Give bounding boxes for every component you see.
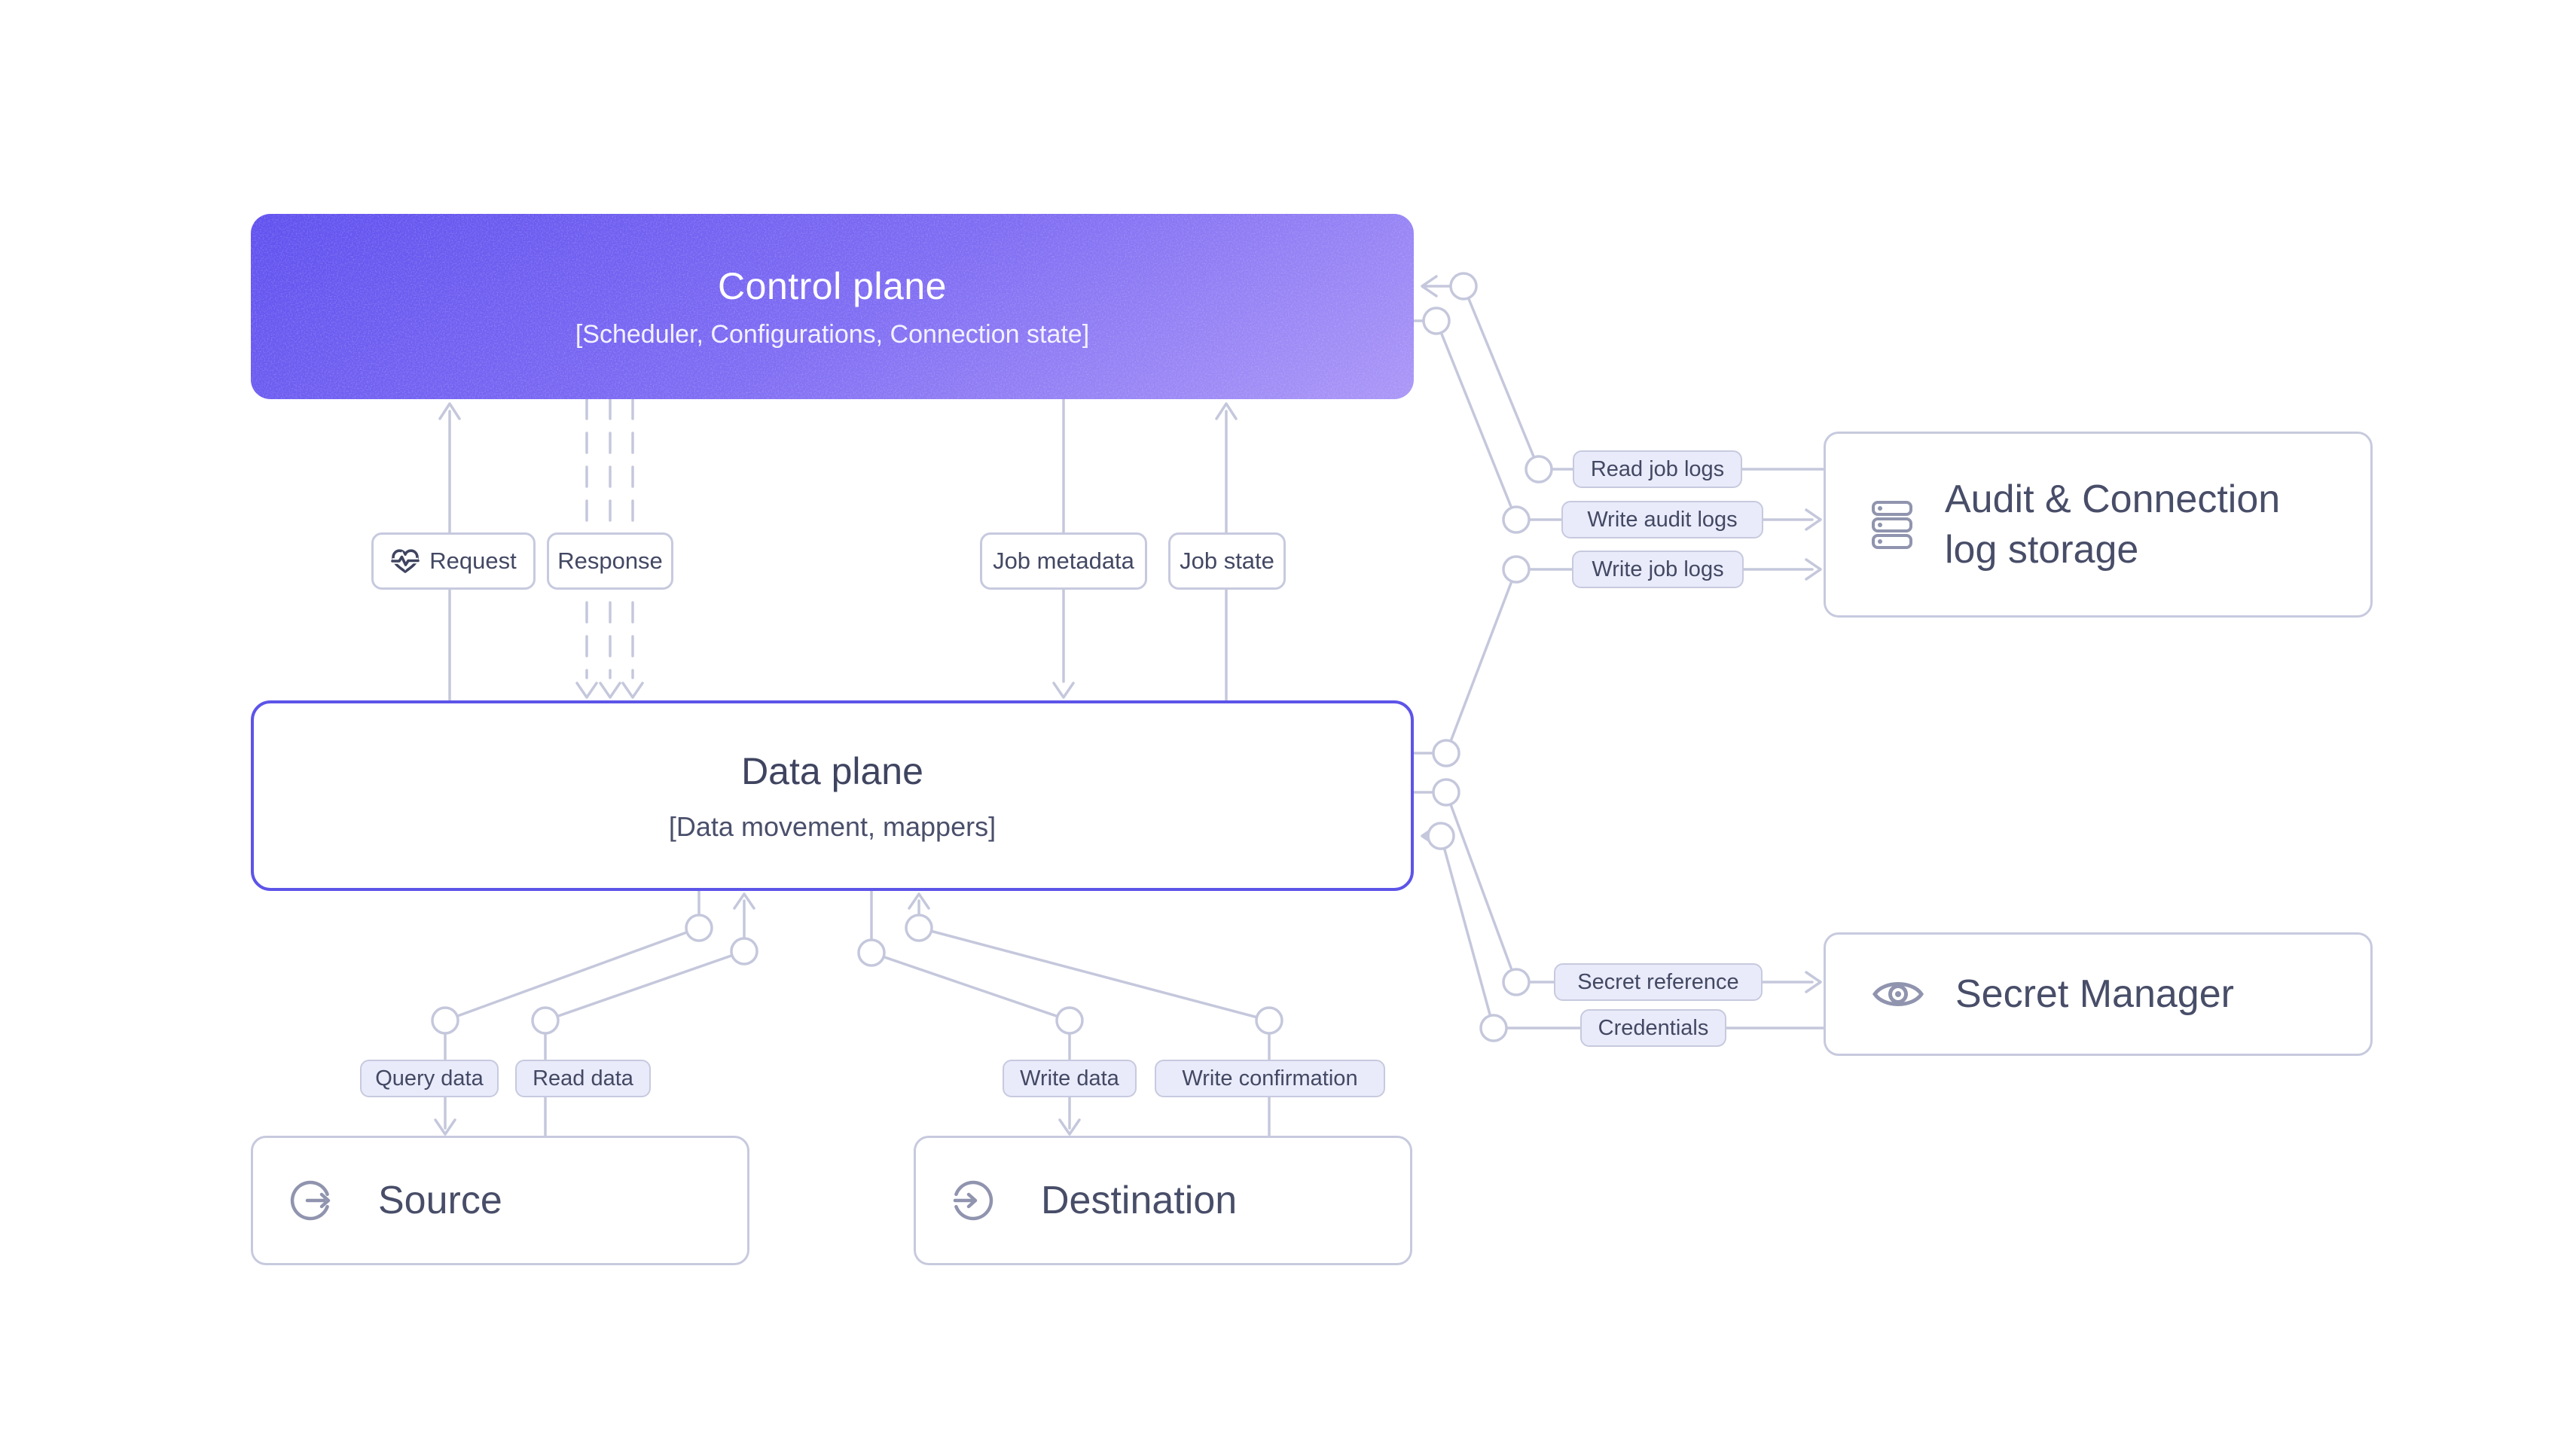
junction-dots — [431, 272, 1553, 1042]
audit-log-storage-title: Audit & Connection log storage — [1945, 477, 2281, 572]
edge-read-data-line — [544, 892, 755, 1137]
arrow-in-circle-icon — [953, 1180, 993, 1221]
node-destination: Destination — [914, 1136, 1412, 1265]
node-data-plane: Data plane [Data movement, mappers] — [251, 700, 1414, 891]
data-plane-title: Data plane — [741, 749, 923, 792]
edge-write-confirmation-line — [908, 892, 1271, 1137]
edge-label-credentials: Credentials — [1580, 1009, 1726, 1047]
node-audit-log-storage: Audit & Connection log storage — [1824, 432, 2373, 618]
edge-label-text: Query data — [375, 1066, 484, 1091]
edge-label-query-data: Query data — [360, 1060, 499, 1097]
source-title: Source — [378, 1178, 502, 1222]
control-plane-title: Control plane — [718, 264, 947, 307]
database-icon — [1872, 500, 1912, 549]
noise-texture — [251, 214, 1414, 399]
edge-label-text: Job metadata — [993, 548, 1134, 574]
node-control-plane: Control plane [Scheduler, Configurations… — [251, 214, 1414, 399]
edge-write-data-line — [870, 889, 1081, 1136]
edge-label-text: Secret reference — [1577, 969, 1739, 994]
edge-label-job-state: Job state — [1168, 532, 1286, 590]
edge-label-write-data: Write data — [1003, 1060, 1137, 1097]
edge-write-job-logs-line — [1412, 558, 1822, 755]
eye-icon — [1872, 982, 1924, 1006]
edge-label-text: Write audit logs — [1587, 507, 1738, 532]
destination-title: Destination — [1041, 1178, 1238, 1222]
node-source: Source — [251, 1136, 749, 1265]
heart-pulse-icon — [391, 549, 420, 573]
edge-label-read-job-logs: Read job logs — [1573, 450, 1742, 488]
secret-manager-title: Secret Manager — [1955, 972, 2234, 1016]
edge-label-text: Read data — [533, 1066, 633, 1091]
edge-write-audit-logs-line — [1412, 319, 1822, 531]
edge-label-text: Response — [557, 548, 663, 574]
control-plane-subtitle: [Scheduler, Configurations, Connection s… — [575, 319, 1090, 349]
edge-label-write-confirmation: Write confirmation — [1155, 1060, 1385, 1097]
edge-label-response: Response — [547, 532, 673, 590]
data-plane-subtitle: [Data movement, mappers] — [668, 810, 997, 842]
edge-response-arrowheads — [575, 682, 644, 699]
edge-label-secret-reference: Secret reference — [1554, 963, 1763, 1001]
edge-label-text: Request — [429, 548, 517, 574]
edge-label-text: Read job logs — [1590, 456, 1725, 481]
edge-label-write-audit-logs: Write audit logs — [1561, 501, 1763, 538]
edge-label-text: Write confirmation — [1182, 1066, 1358, 1091]
edge-read-job-logs-line — [1421, 275, 1825, 471]
node-secret-manager: Secret Manager — [1824, 932, 2373, 1056]
edge-label-text: Credentials — [1598, 1015, 1709, 1040]
edge-label-write-job-logs: Write job logs — [1572, 551, 1744, 588]
edge-label-text: Write data — [1020, 1066, 1119, 1091]
edge-label-text: Job state — [1180, 548, 1274, 574]
edge-label-request: Request — [371, 532, 536, 590]
edge-label-job-metadata: Job metadata — [980, 532, 1147, 590]
arrow-out-circle-icon — [290, 1180, 331, 1221]
edge-label-text: Write job logs — [1592, 557, 1724, 581]
edge-label-read-data: Read data — [515, 1060, 651, 1097]
